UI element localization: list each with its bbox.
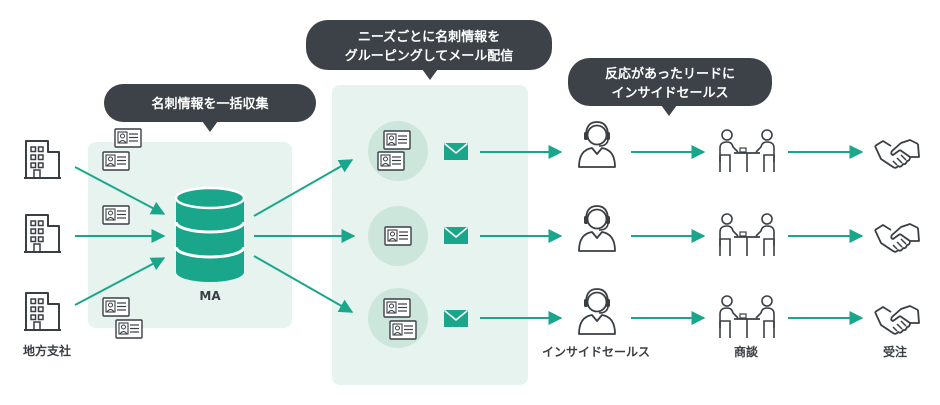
bubble-collect: 名刺情報を一括収集 [104,84,316,132]
business-card-icon [102,297,130,317]
envelope-icon [443,309,469,328]
business-card-icon [102,205,130,225]
meeting-table-icon [719,129,775,173]
ma-label: MA [199,289,221,303]
svg-text:反応があったリードに: 反応があったリードに [605,66,735,82]
office-building-icon [23,292,62,331]
headset-operator-icon [578,205,616,252]
envelope-icon [443,226,469,245]
svg-text:名刺情報を一括収集: 名刺情報を一括収集 [151,96,269,112]
svg-text:ニーズごとに名刺情報を: ニーズごとに名刺情報を [358,29,500,45]
order-label: 受注 [883,344,907,359]
group-circle [368,288,428,348]
arrow-branch1-ma [74,166,166,215]
inside-sales-label: インサイドセールス [542,345,650,359]
business-card-icon [102,151,130,171]
office-building-icon [23,140,62,179]
handshake-icon [874,139,920,169]
group-circle [368,206,428,266]
group-circle [368,121,428,181]
headset-operator-icon [578,121,616,168]
bubble-respond: 反応があったリードに インサイドセールス [568,58,772,116]
svg-text:グルーピングしてメール配信: グルーピングしてメール配信 [345,48,514,64]
bubble-grouping: ニーズごとに名刺情報を グルーピングしてメール配信 [306,20,552,80]
negotiation-label: 商談 [734,344,759,359]
meeting-table-icon [719,213,775,257]
business-card-icon [114,128,142,148]
meeting-table-icon [719,295,775,339]
database-icon [174,186,246,282]
handshake-icon [874,223,920,253]
office-building-icon [23,214,62,253]
business-card-icon [115,319,143,339]
arrow-ma-group3 [253,255,354,313]
arrow-ma-group1 [253,159,354,217]
svg-text:インサイドセールス: インサイドセールス [611,86,728,101]
row-arrows [480,145,864,325]
handshake-icon [874,305,920,335]
arrow-branch3-ma [74,257,166,306]
headset-operator-icon [578,288,616,335]
envelope-icon [443,142,469,161]
branch-label: 地方支社 [23,343,71,358]
